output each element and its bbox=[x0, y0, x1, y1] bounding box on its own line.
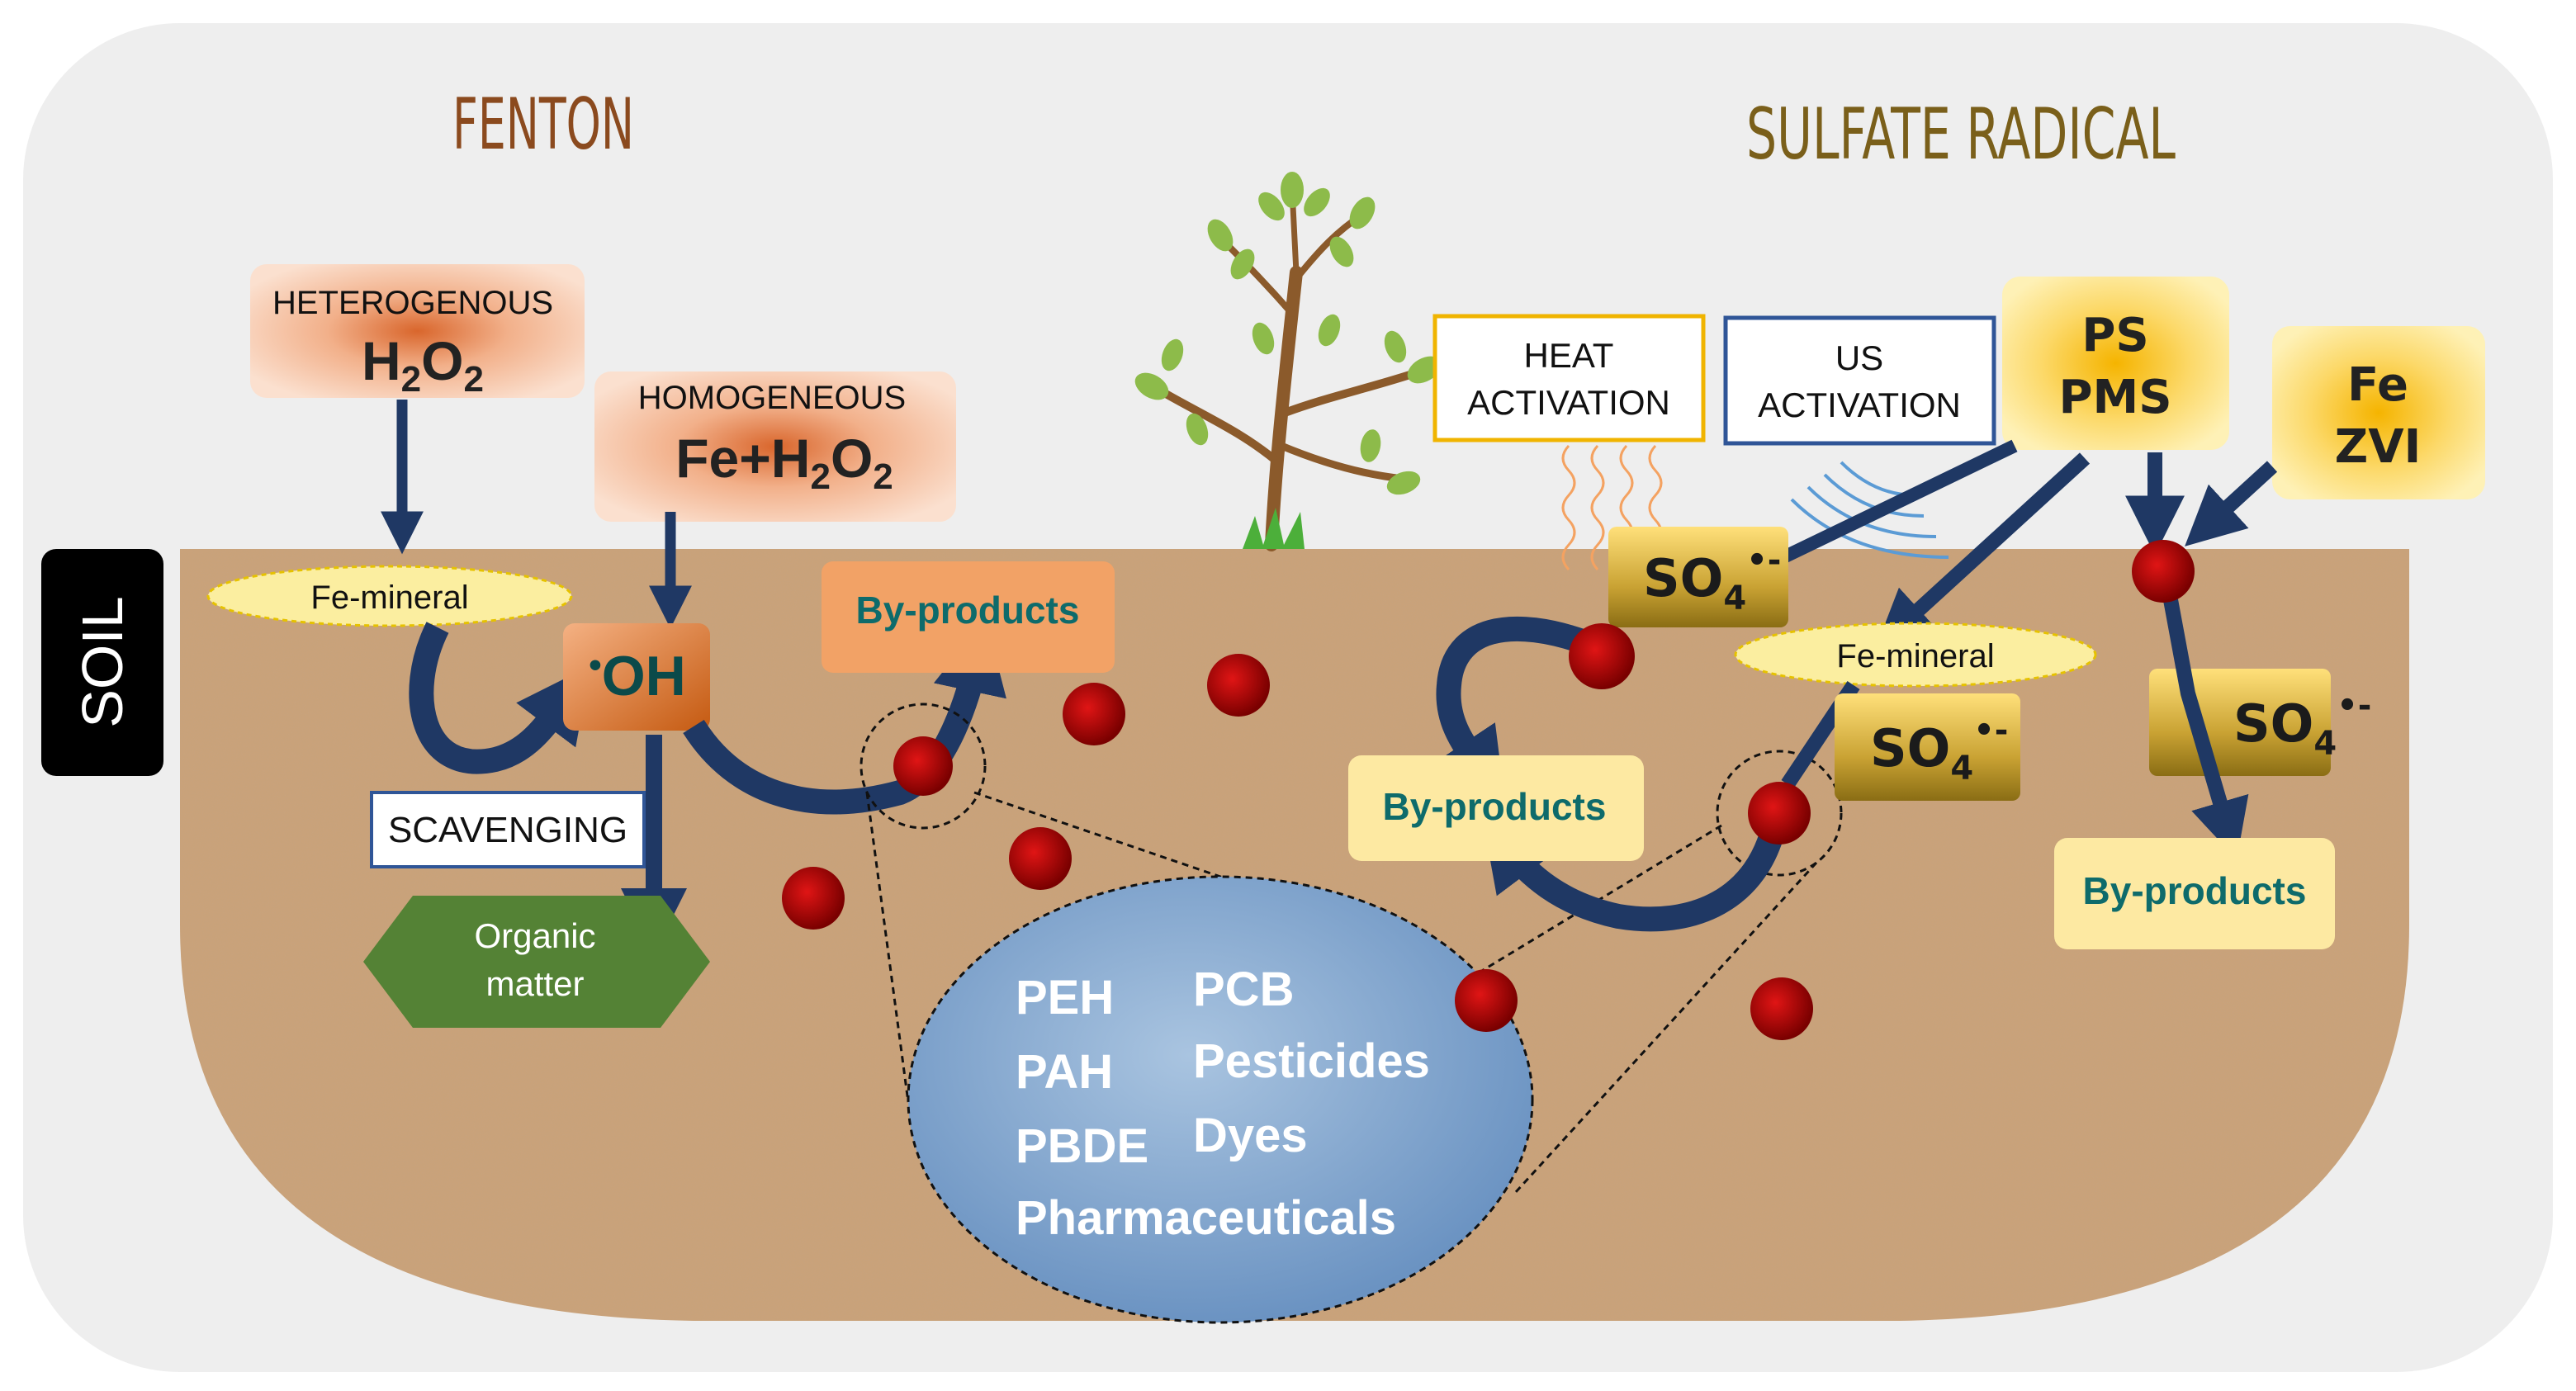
so4-radical-box-2: SO4•- bbox=[1835, 693, 2020, 801]
tree-icon bbox=[1134, 172, 1442, 551]
arrow-dot-to-byproducts-bottom bbox=[1481, 814, 1788, 932]
svg-text:By-products: By-products bbox=[1383, 785, 1607, 828]
us-activation-box: US ACTIVATION bbox=[1723, 315, 1996, 446]
soil-side-label: SOIL bbox=[41, 549, 163, 776]
svg-text:Fe+H2O2: Fe+H2O2 bbox=[675, 428, 893, 497]
pollutant-dot bbox=[1009, 827, 1072, 890]
pollutant-dyes: Dyes bbox=[1193, 1109, 1308, 1162]
pollutant-dot-zoom-left bbox=[859, 703, 1289, 1103]
heterogenous-h2o2-box: HETEROGENOUS H2O2 bbox=[250, 264, 585, 400]
svg-text:HEAT: HEAT bbox=[1524, 336, 1614, 375]
pollutant-pah: PAH bbox=[1016, 1045, 1113, 1099]
pollutant-dots bbox=[782, 540, 2195, 1040]
svg-text:PMS: PMS bbox=[2058, 371, 2171, 424]
sulfate-byproducts-box-left: By-products bbox=[1348, 755, 1644, 861]
pollutant-dot-zoom-right bbox=[1469, 750, 1843, 1195]
fe-zvi-box: Fe ZVI bbox=[2272, 326, 2485, 499]
arrow-ps-to-fe-mineral bbox=[1875, 452, 2091, 650]
pollutant-dot bbox=[1748, 782, 1811, 845]
fe-mineral-sulfate: Fe-mineral bbox=[1734, 622, 2097, 688]
arrow-oh-to-byproducts bbox=[683, 617, 1006, 815]
pollutant-dot bbox=[1063, 683, 1125, 745]
fenton-byproducts-box: By-products bbox=[822, 561, 1115, 673]
svg-text:Organic: Organic bbox=[474, 916, 595, 955]
pollutant-pesticides: Pesticides bbox=[1193, 1034, 1430, 1088]
svg-text:HOMOGENEOUS: HOMOGENEOUS bbox=[638, 380, 906, 416]
arrow-right-dot-to-byproducts bbox=[2160, 580, 2249, 860]
svg-text:By-products: By-products bbox=[856, 589, 1080, 632]
heat-activation-box: HEAT ACTIVATION bbox=[1432, 314, 1706, 442]
pollutant-dot bbox=[893, 736, 953, 796]
ps-pms-box: PS PMS bbox=[2002, 277, 2229, 450]
pollutant-dot bbox=[1750, 977, 1813, 1040]
pollutant-dot bbox=[782, 867, 845, 930]
pollutant-dot bbox=[1569, 623, 1635, 689]
fenton-title: FENTON bbox=[452, 83, 634, 166]
pollutant-dot bbox=[1207, 654, 1270, 717]
hydroxyl-radical-box: •OH bbox=[563, 623, 710, 731]
pollutant-pbde: PBDE bbox=[1016, 1119, 1148, 1173]
svg-text:SO4•-: SO4•- bbox=[1870, 712, 2008, 788]
svg-text:SOIL: SOIL bbox=[70, 596, 135, 728]
svg-text:HETEROGENOUS: HETEROGENOUS bbox=[272, 285, 553, 321]
svg-text:Fe: Fe bbox=[2347, 358, 2408, 412]
arrow-zvi-to-right-dot bbox=[2185, 461, 2278, 546]
svg-text:matter: matter bbox=[485, 964, 584, 1003]
pollutant-pharmaceuticals: Pharmaceuticals bbox=[1016, 1191, 1396, 1245]
organic-matter-hexagon: Organic matter bbox=[363, 896, 710, 1028]
svg-text:SO4•-: SO4•- bbox=[2233, 687, 2371, 763]
svg-text:ZVI: ZVI bbox=[2335, 420, 2422, 474]
svg-text:Fe-mineral: Fe-mineral bbox=[310, 580, 468, 616]
svg-text:PS: PS bbox=[2081, 309, 2148, 362]
so4-radical-box-1: SO4•- bbox=[1608, 527, 1788, 627]
fe-mineral-fenton: Fe-mineral bbox=[206, 565, 573, 627]
homogeneous-fe-h2o2-box: HOMOGENEOUS Fe+H2O2 bbox=[594, 371, 956, 522]
sulfate-radical-title: SULFATE RADICAL bbox=[1746, 93, 2176, 176]
svg-text:US: US bbox=[1835, 338, 1883, 377]
svg-text:Fe-mineral: Fe-mineral bbox=[1836, 638, 1994, 674]
svg-text:ACTIVATION: ACTIVATION bbox=[1467, 383, 1670, 422]
scavenging-label: SCAVENGING bbox=[370, 791, 646, 868]
svg-text:H2O2: H2O2 bbox=[362, 330, 484, 400]
svg-text:•OH: •OH bbox=[589, 645, 685, 707]
arrow-fe-mineral-to-oh bbox=[409, 622, 591, 774]
pollutant-peh: PEH bbox=[1016, 971, 1114, 1024]
arrow-ps-to-so4-left bbox=[1772, 439, 2018, 568]
pollutant-blob: PEH PAH PBDE PCB Pesticides Dyes Pharmac… bbox=[907, 875, 1534, 1324]
pollutant-dot bbox=[1455, 969, 1518, 1032]
pollutant-dot bbox=[2132, 540, 2195, 603]
arrow-so4-to-byproducts-left bbox=[1432, 616, 1594, 805]
pollutant-pcb: PCB bbox=[1193, 963, 1294, 1016]
svg-text:By-products: By-products bbox=[2083, 869, 2307, 912]
sulfate-byproducts-box-right: By-products bbox=[2054, 838, 2335, 949]
svg-text:SCAVENGING: SCAVENGING bbox=[388, 810, 627, 850]
svg-text:ACTIVATION: ACTIVATION bbox=[1758, 386, 1961, 424]
svg-text:SO4•-: SO4•- bbox=[1643, 542, 1781, 617]
